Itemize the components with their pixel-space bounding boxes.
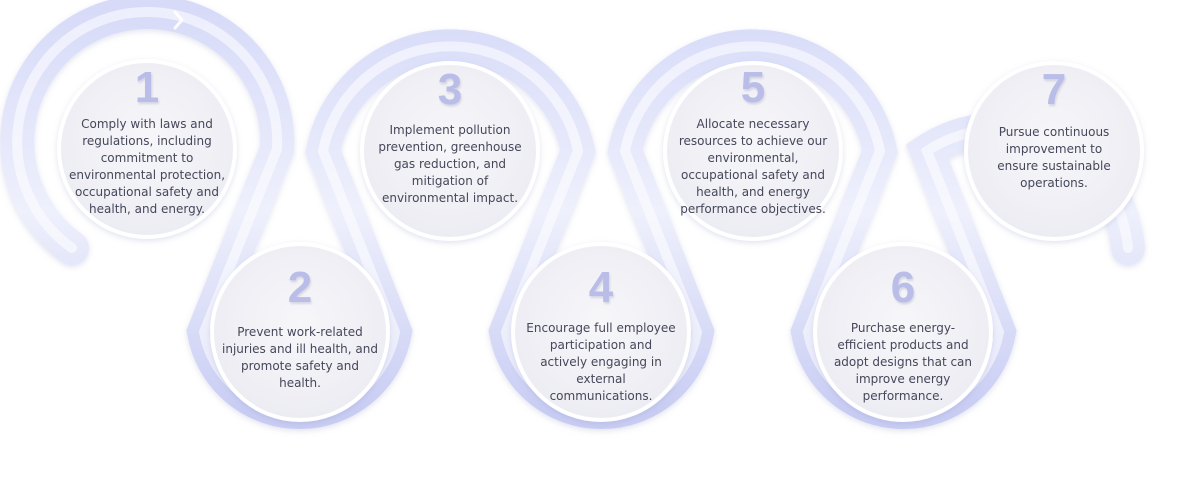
step-number: 6	[890, 263, 916, 312]
step-2-circle	[210, 242, 390, 422]
step-6: 6 Purchase energy-efficient products and…	[818, 262, 988, 432]
step-text: Comply with laws and regulations, includ…	[68, 117, 226, 216]
chevron-markers	[173, 10, 1069, 469]
step-number: 4	[588, 263, 614, 312]
step-4-circle	[511, 242, 691, 422]
step-number: 2	[287, 263, 313, 312]
step-number: 5	[740, 63, 766, 112]
step-text: Purchase energy-efficient products and a…	[833, 321, 973, 403]
step-3-circle	[360, 61, 540, 241]
step-text: Prevent work-related injuries and ill he…	[222, 325, 378, 390]
step-5-circle	[663, 61, 843, 241]
chevron-icon	[173, 10, 184, 30]
chevron-icon	[308, 449, 319, 469]
chevron-icon	[1058, 10, 1069, 30]
step-text: Allocate necessary resources to achieve …	[678, 117, 828, 216]
step-5: 5 Allocate necessary resources to achiev…	[668, 62, 838, 232]
step-text: Encourage full employee participation an…	[526, 321, 676, 403]
step-4: 4 Encourage full employee participation …	[516, 262, 686, 432]
step-2: 2 Prevent work-related injuries and ill …	[215, 262, 385, 432]
step-text: Pursue continuous improvement to ensure …	[997, 125, 1111, 190]
step-7: 7 Pursue continuous improvement to ensur…	[969, 64, 1139, 234]
step-number: 3	[437, 65, 463, 114]
step-number: 1	[134, 63, 160, 112]
step-1-circle	[57, 59, 237, 239]
step-7-circle	[964, 61, 1144, 241]
step-6-circle	[813, 242, 993, 422]
chevron-icon	[458, 10, 469, 30]
step-circles	[57, 59, 1144, 422]
step-number: 7	[1041, 65, 1067, 114]
step-1: 1 Comply with laws and regulations, incl…	[62, 62, 232, 232]
step-text: Implement pollution prevention, greenhou…	[378, 123, 522, 205]
step-3: 3 Implement pollution prevention, greenh…	[365, 64, 535, 234]
chevron-icon	[758, 10, 769, 30]
chevron-icon	[608, 449, 619, 469]
chevron-icon	[908, 449, 919, 469]
